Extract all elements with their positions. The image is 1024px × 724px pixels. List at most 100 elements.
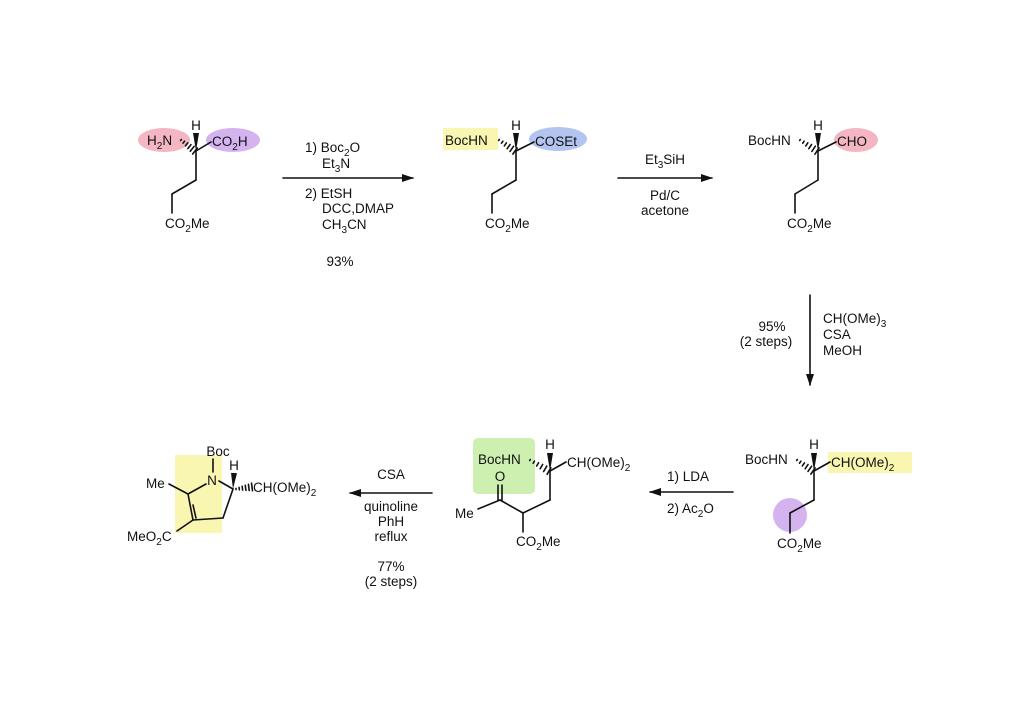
single-bond [192,517,224,521]
hashed-bond [182,140,186,144]
hydrogen-label: H [809,437,819,452]
highlight-aldehyde [834,128,878,152]
hashed-bond [811,145,817,153]
reagent-label: CH(OMe)3 [823,311,887,330]
step-4: 1) LDA 2) Ac2O [649,469,734,520]
reagent-label: CSA [377,467,405,482]
highlight-thioester [529,127,587,151]
acetal-label: CH(OMe)2 [831,455,895,474]
acetal-label: CH(OMe)2 [567,455,631,474]
hashed-bond [810,467,816,475]
reagent-label: 1) Boc2O [305,140,360,159]
reagent-label: CSA [823,327,851,342]
single-bond [176,519,194,532]
yield-label: 95% [758,319,785,334]
reagent-label: CH3CN [322,217,367,236]
step-1: 1) Boc2O Et3N 2) EtSH DCC,DMAP CH3CN 93% [282,140,414,269]
hashed-bond [535,461,540,467]
amine-label: BocHN [445,133,488,148]
ester-label: CO2Me [787,216,832,235]
hashed-bond [542,465,548,473]
single-bond [477,499,501,510]
aldehyde-label: CHO [837,134,867,149]
single-bond [187,483,207,495]
hashed-bond [187,143,192,150]
highlight-acyl [473,438,535,494]
compound-2: H BocHN COSEt CO2Me [445,118,577,235]
highlight-ring [175,455,222,533]
yield-label: 77% [377,559,404,574]
double-bond [187,493,194,521]
ketone-oxygen-label: O [495,469,506,484]
wedge-bond [513,133,519,151]
single-bond [171,179,197,195]
wedge-bond [815,133,821,151]
thioester-label: COSEt [535,134,577,149]
reagent-label: MeOH [823,343,862,358]
wedge-bond [193,133,199,151]
hashed-bond [546,466,552,476]
single-bond [515,141,535,152]
ester-label: CO2Me [516,534,561,553]
hashed-bond [798,138,802,142]
amine-label: BocHN [745,452,788,467]
yield-label: 93% [326,254,353,269]
reagent-label: 2) Ac2O [667,501,714,520]
single-bond [218,480,234,490]
highlight-amine [138,128,190,152]
hashed-bond [795,458,799,462]
hashed-bond [184,142,189,147]
wedge-bond [231,472,237,489]
highlight-bochn [443,128,498,150]
hashed-bond [189,145,195,153]
amine-label: BocHN [748,133,791,148]
hashed-bond [804,142,809,147]
single-bond [491,179,517,195]
acetal-label: CH(OMe)2 [253,480,317,499]
hashed-bond [191,147,199,155]
single-bond [549,461,567,472]
hydrogen-label: H [511,118,521,133]
methyl-label: Me [146,476,165,491]
hashed-bond [250,482,254,492]
reagent-label: DCC,DMAP [322,201,394,216]
single-bond [789,499,815,514]
reagent-label: 2) EtSH [305,186,352,201]
nitrogen-label: N [207,473,217,488]
ester-label: MeO2C [127,529,172,548]
single-bond [195,141,212,152]
amine-label: H2N [147,133,172,152]
ester-label: CO2Me [165,216,210,235]
boc-label: Boc [206,444,230,459]
hashed-bond [814,147,820,155]
reagent-label: Pd/C [650,188,680,203]
hashed-bond [807,465,813,473]
highlights [138,127,912,533]
hydrogen-label: H [813,118,823,133]
hashed-bond [506,143,511,150]
hydrogen-label: H [229,458,239,473]
hashed-bond [497,138,501,142]
yield-note: (2 steps) [740,334,793,349]
reagent-label: PhH [378,514,404,529]
hashed-bond [244,484,247,492]
hashed-bond [808,143,813,150]
step-5: CSA quinoline PhH reflux 77% (2 steps) [349,467,433,589]
methyl-label: Me [455,506,474,521]
single-bond [522,499,551,514]
reagent-label: Et3N [322,156,350,175]
hashed-bond [532,460,536,465]
hashed-bond [528,458,532,462]
hashed-bond [509,145,515,153]
wedge-bond [547,453,553,471]
reagent-label: reflux [374,529,407,544]
double-bond [192,504,197,519]
compound-3: H BocHN CHO CO2Me [748,118,867,235]
compound-5: H BocHN CH(OMe)2 O Me CO2Me [455,437,631,553]
single-bond [222,488,234,519]
compound-1: H H2N CO2H CO2Me [147,118,248,235]
bonds [168,133,837,534]
hashed-bond [500,140,504,145]
highlight-acid [206,128,260,152]
